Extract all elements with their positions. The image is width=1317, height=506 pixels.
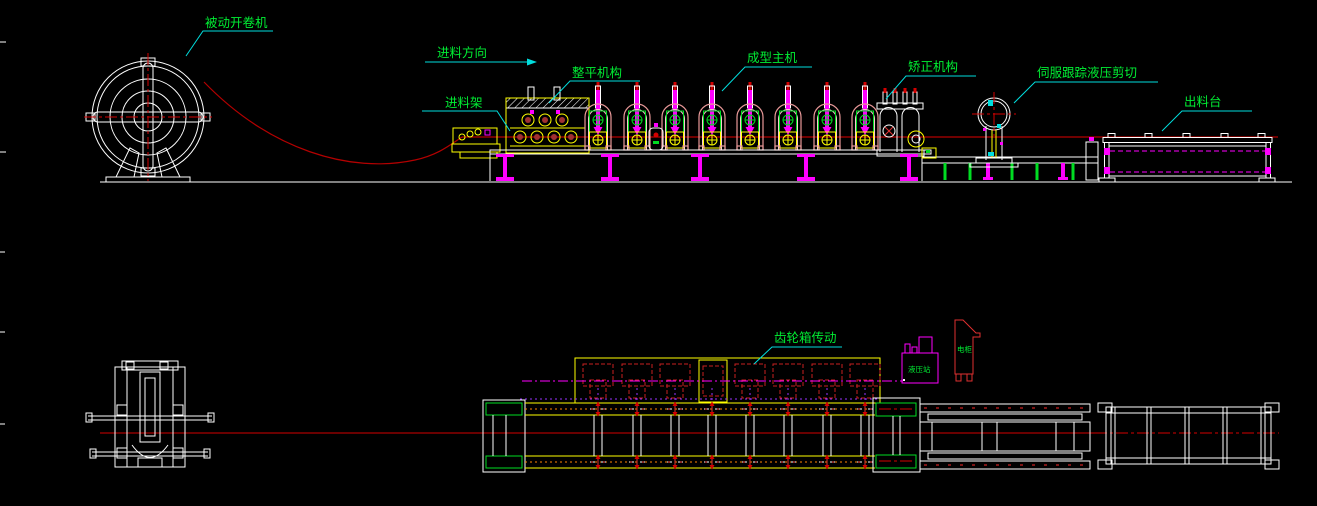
frame-ticks [0,41,6,425]
straightener-machine [876,88,925,157]
label-feed-rack: 进料架 [445,95,483,110]
outfeed-table-side [1098,133,1276,183]
leader-uncoiler [185,30,273,57]
label-servo-shear: 伺服跟踪液压剪切 [1037,65,1137,80]
forming-stand [813,81,841,151]
feed-direction-arrowhead [527,58,537,66]
electric-console-label: 电柜 [957,344,972,354]
label-straightener: 矫正机构 [908,59,958,74]
leader-outfeed-table [1161,110,1252,132]
label-forming-host: 成型主机 [747,50,798,65]
leader-servo-shear [1013,81,1158,104]
plan-view: 液压站 电柜 [85,319,1280,473]
gearbox-housing-plan [520,357,903,404]
machine-bed-side [489,149,932,181]
side-elevation-view [84,53,1292,183]
forming-stand [698,81,726,151]
leader-feed-rack [422,110,511,132]
shear-table-plan [919,403,1091,470]
annotations: 被动开卷机 进料方向 进料架 整平机构 成型主机 矫正机构 伺服跟踪液压剪切 出… [185,15,1252,365]
hydraulic-station-label: 液压站 [908,364,931,374]
label-leveler: 整平机构 [572,65,622,80]
shear-bench [921,137,1099,181]
forming-stand [661,81,689,151]
leader-straightener [885,75,976,100]
uncoiler-side-view [84,53,212,183]
uncoiler-plan [85,360,215,468]
label-uncoiler: 被动开卷机 [205,15,268,30]
leader-leveler [548,80,640,104]
forming-stand [584,81,612,151]
leveler-machine [505,86,590,154]
machine-bed-plan [482,397,921,473]
hydraulic-station: 液压站 [901,336,939,384]
outfeed-table-plan [1097,402,1280,470]
forming-stand [774,81,802,151]
forming-stands [584,81,879,151]
label-outfeed-table: 出料台 [1184,94,1222,109]
forming-stand [736,81,764,151]
label-feed-direction: 进料方向 [437,45,487,60]
forming-stand [851,81,879,151]
forming-stand [623,81,651,151]
leader-gearbox-drive [753,346,842,365]
electric-console: 电柜 [954,319,981,382]
shear-device [969,92,1019,168]
leader-forming-host [721,66,812,92]
label-gearbox-drive: 齿轮箱传动 [774,330,837,345]
